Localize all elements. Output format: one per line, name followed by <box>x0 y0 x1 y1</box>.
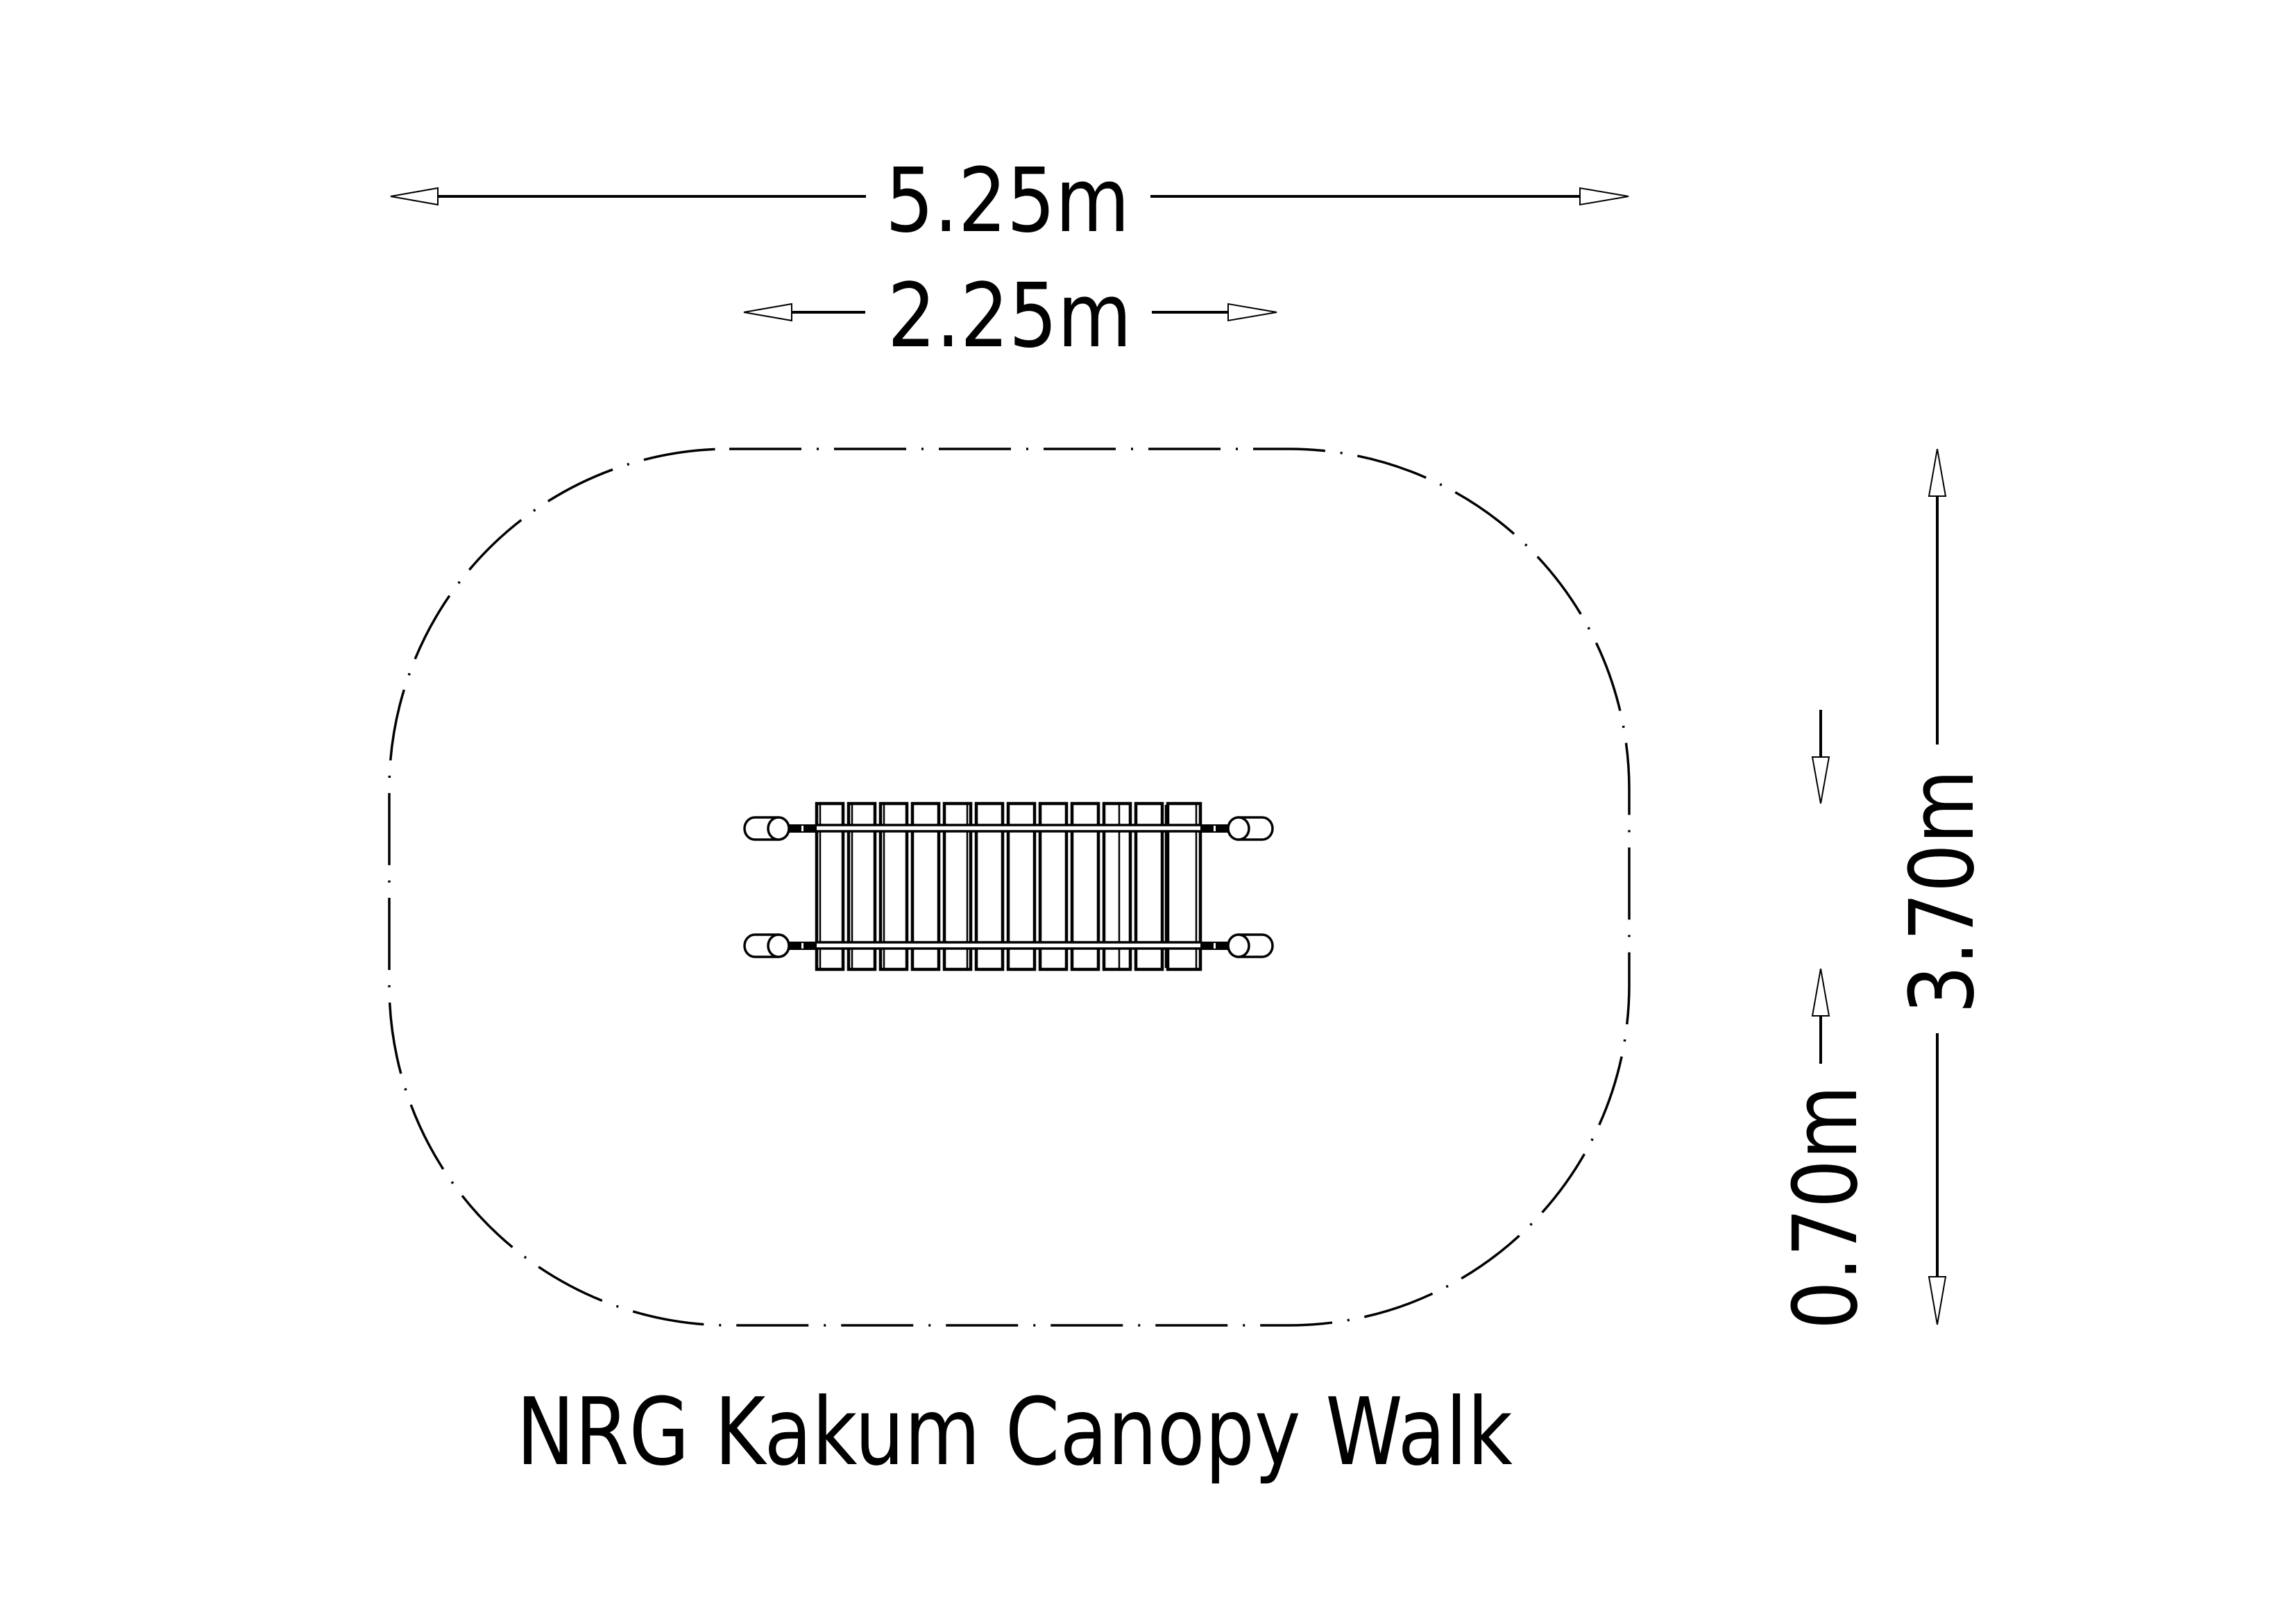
connector-notch <box>801 943 803 949</box>
anchor-top-left <box>743 816 817 841</box>
arrow-left-icon <box>743 303 792 322</box>
end-cap-face <box>767 933 790 958</box>
dimension-equipment-width: 2.25m <box>743 264 1277 368</box>
bridge-cable-bottom <box>817 941 1200 950</box>
connector-notch <box>1214 826 1216 831</box>
drawing-title: NRG Kakum Canopy Walk <box>516 1379 1513 1487</box>
arrow-down-icon <box>1811 756 1830 804</box>
arrow-down-icon <box>1928 1276 1947 1325</box>
dimension-overall-depth: 3.70m <box>1891 448 1994 1325</box>
dimension-equipment-depth: 0.70m <box>1774 710 1878 1329</box>
overall-depth-label: 3.70m <box>1891 770 1994 1014</box>
overall-width-label: 5.25m <box>885 149 1130 253</box>
connector-notch <box>1214 943 1216 949</box>
bridge-cable-top <box>817 824 1200 833</box>
connector-notch <box>801 826 803 831</box>
arrow-up-icon <box>1811 968 1830 1017</box>
anchor-bottom-left <box>743 933 817 958</box>
cable-fill <box>817 825 1200 831</box>
arrow-right-icon <box>1579 187 1629 206</box>
anchor-bottom-right <box>1200 933 1274 958</box>
arrow-left-icon <box>390 187 439 206</box>
equipment-depth-label: 0.70m <box>1774 1085 1878 1329</box>
equipment-width-label: 2.25m <box>887 264 1132 368</box>
end-cap-face <box>1227 933 1250 958</box>
end-cap-face <box>767 816 790 841</box>
arrow-right-icon <box>1227 303 1277 322</box>
dimension-overall-width: 5.25m <box>390 149 1629 253</box>
anchor-top-right <box>1200 816 1274 841</box>
cable-fill <box>817 942 1200 949</box>
safety-zone-boundary <box>388 448 1631 1327</box>
arrow-up-icon <box>1928 448 1947 497</box>
end-cap-face <box>1227 816 1250 841</box>
canopy-walk-bridge <box>743 801 1274 971</box>
